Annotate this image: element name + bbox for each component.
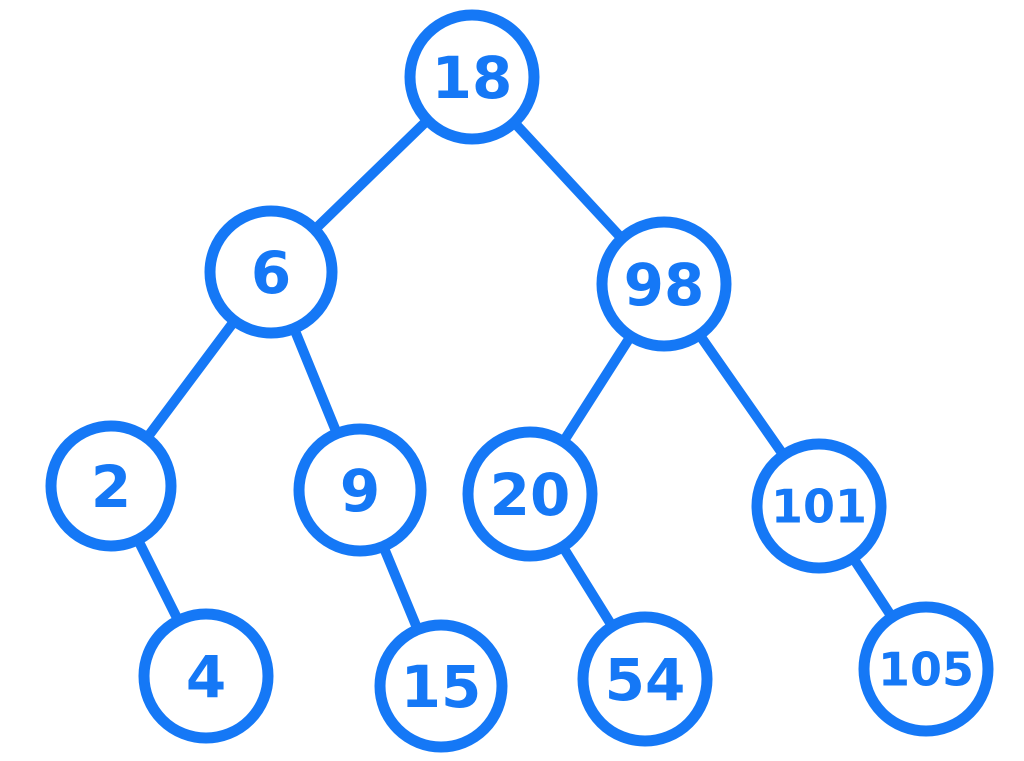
node-circle [577,611,713,747]
tree-node-9: 9 [293,423,427,557]
tree-node-20: 20 [462,426,598,562]
tree-node-6: 6 [204,205,338,339]
tree-edges [106,72,931,691]
node-value: 2 [91,453,131,521]
node-circle [596,216,732,352]
node-circle [138,608,274,744]
node-value: 18 [432,44,513,112]
node-circle [751,438,887,574]
node-circle [293,423,427,557]
tree-node-105: 105 [858,601,994,737]
tree-node-101: 101 [751,438,887,574]
tree-node-18: 18 [404,9,540,145]
node-value: 105 [878,643,974,697]
tree-node-15: 15 [374,619,508,753]
node-value: 6 [251,239,291,307]
node-circle [204,205,338,339]
tree-node-2: 2 [45,420,177,552]
node-value: 9 [340,457,380,525]
node-circle [404,9,540,145]
node-value: 15 [401,653,482,721]
tree-node-54: 54 [577,611,713,747]
node-value: 98 [624,251,705,319]
node-value: 20 [490,461,571,529]
tree-nodes: 18 6 98 2 9 20 101 4 15 54 105 [45,9,994,753]
node-value: 101 [771,480,867,534]
node-value: 54 [605,646,686,714]
node-circle [45,420,177,552]
node-circle [858,601,994,737]
node-circle [374,619,508,753]
tree-node-4: 4 [138,608,274,744]
node-value: 4 [186,643,226,711]
tree-node-98: 98 [596,216,732,352]
node-circle [462,426,598,562]
